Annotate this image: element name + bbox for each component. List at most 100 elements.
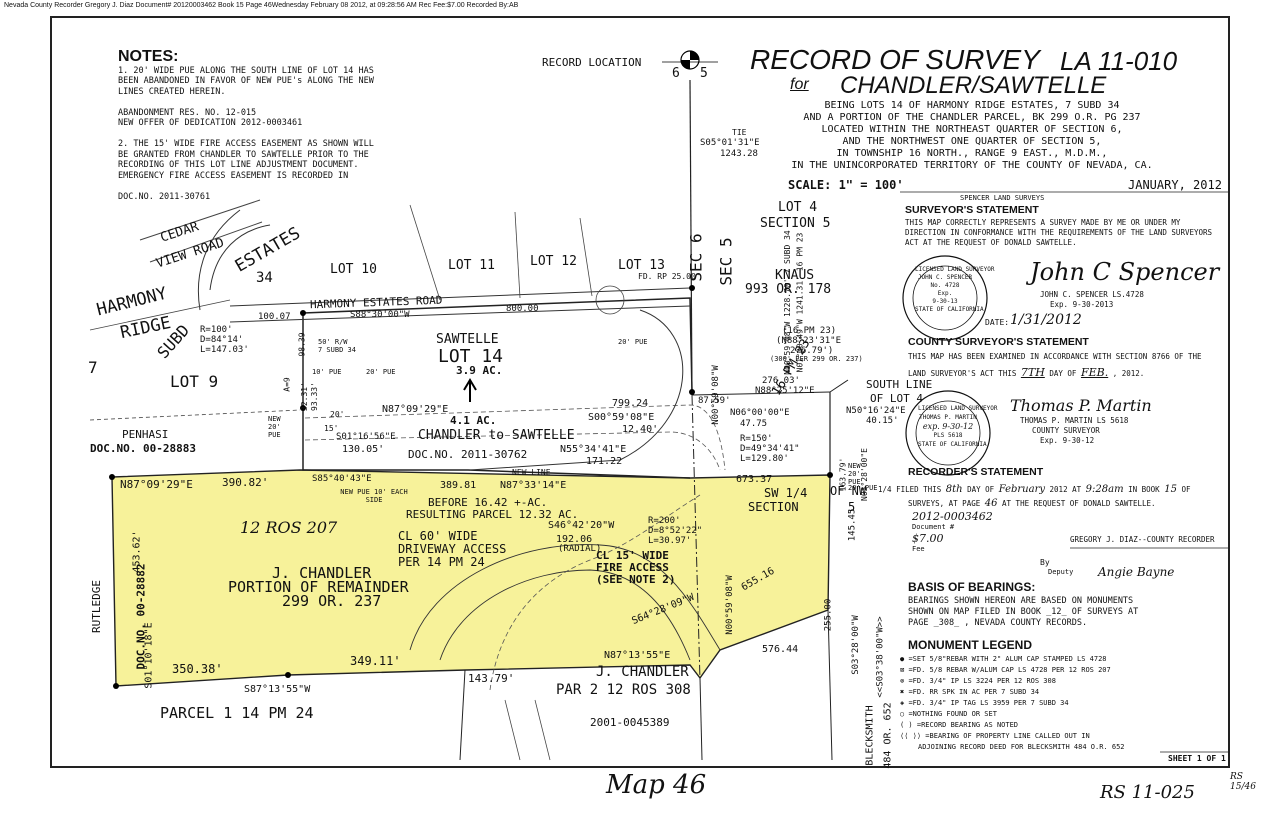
section-corner-fill — [681, 51, 699, 69]
d8759-label: 87.59' — [698, 396, 731, 406]
cedar-road-1 — [139, 199, 261, 241]
lot9-line — [89, 299, 231, 331]
par2-west — [459, 669, 466, 761]
lot-line-a — [409, 204, 441, 301]
recorder-line1: 1/4 FILED THIS 8th DAY OF February 2012 … — [878, 484, 1190, 495]
rw-label: 50' R/W 7 SUBD 34 — [318, 338, 356, 354]
d35038-label: 350.38' — [172, 662, 223, 676]
scale: SCALE: 1" = 100' — [788, 178, 904, 192]
lot-line-b — [514, 211, 521, 299]
driveway-1 — [409, 544, 721, 651]
s85-label: S85°40'43"E — [312, 474, 372, 484]
legend-item: ✖ =FD. RR SPK IN AC PER 7 SUBD 34 — [900, 687, 1125, 698]
rs-number: RS 11-025 — [1100, 782, 1195, 803]
sheet-number: SHEET 1 OF 1 — [1168, 754, 1226, 763]
lot-10-label: LOT 10 — [330, 262, 377, 277]
seal-line: Exp. — [937, 290, 953, 297]
deed-bearing-icon: ⟨⟨ ⟩⟩ — [900, 732, 922, 740]
monument-icon — [827, 472, 833, 478]
new-pue-label: NEW 20' PUE — [268, 415, 281, 439]
desc-line: AND THE NORTHWEST ONE QUARTER OF SECTION… — [842, 136, 1102, 147]
lot-4-label: LOT 4 — [778, 200, 818, 215]
lot-13-label: LOT 13 — [618, 258, 665, 273]
title-code: LA 11-010 — [1060, 46, 1178, 76]
s00-label: S00°59'08"E — [588, 412, 655, 423]
d14545-label: 145.45 — [847, 508, 858, 542]
legend-text: =FD. RR SPK IN AC PER 7 SUBD 34 — [908, 688, 1040, 696]
penhasi-label: PENHASI — [122, 428, 169, 441]
recorder-heading: RECORDER'S STATEMENT — [908, 466, 1044, 478]
rec-by: By — [1040, 558, 1050, 567]
dim-15: 15' — [324, 424, 339, 433]
new-pue-each: NEW PUE 10' EACH SIDE — [340, 488, 408, 504]
par2-label: PAR 2 12 ROS 308 — [556, 682, 691, 698]
curve-line: D=84°14' — [200, 335, 244, 345]
note-line: NEW OFFER OF DEDICATION 2012-0003461 — [118, 118, 303, 128]
pue20a-label: 20' PUE — [366, 368, 396, 376]
n50-label: N50°16'24"E — [846, 406, 906, 416]
notes-title: NOTES: — [118, 48, 179, 65]
curve-line: D=49°34'41" — [740, 444, 800, 454]
county-text: DAY OF — [1049, 369, 1077, 378]
county-day: 7TH — [1020, 366, 1045, 379]
fire-access-label: CL 15' WIDE FIRE ACCESS (SEE NOTE 2) — [596, 550, 675, 586]
date-value: 1/31/2012 — [1010, 312, 1082, 328]
note-line: RECORDING OF THIS LOT LINE ADJUSTMENT DO… — [118, 160, 359, 170]
surveyor-line: DIRECTION IN CONFORMANCE WITH THE REQUIR… — [905, 228, 1213, 237]
d57644-label: 576.44 — [762, 644, 799, 655]
monument-icon — [285, 672, 291, 678]
resulting-parcel-fill — [111, 469, 831, 687]
lot-9-label: LOT 9 — [170, 372, 219, 391]
seal-line: LICENSED LAND SURVEYOR — [918, 405, 998, 412]
portion-label: PORTION OF REMAINDER — [228, 578, 409, 596]
date-label: DATE: — [985, 318, 1010, 327]
monument-icon — [109, 474, 115, 480]
rec-fee: $7.00 — [912, 532, 944, 545]
fd-rp-circle — [595, 285, 625, 315]
d45362-label: 453.62' — [131, 530, 143, 573]
tie-label: TIE — [732, 128, 747, 137]
v100-label: 100.07 — [258, 312, 291, 322]
legend-item: ( ) =RECORD BEARING AS NOTED — [900, 720, 1125, 731]
seal-line: No. 4728 — [930, 282, 960, 289]
drawing-frame — [50, 16, 1230, 768]
new-pue-label-2: NEW 20' PUE — [848, 462, 861, 486]
harmony-road — [209, 224, 271, 291]
surveyor-line: ACT AT THE REQUEST OF DONALD SAWTELLE. — [905, 238, 1077, 247]
title-description: BEING LOTS 14 OF HARMONY RIDGE ESTATES, … — [712, 100, 1232, 172]
surveyor-signature: John C Spencer — [1030, 258, 1220, 286]
legend-item: ○ =NOTHING FOUND OR SET — [900, 709, 1125, 720]
tie-brg: S05°01'31"E — [700, 138, 760, 148]
rec-month: February — [998, 484, 1046, 495]
road-line-s — [229, 305, 691, 323]
d1240-label: 12.40' — [622, 424, 659, 435]
rec-text: 1/4 — [878, 485, 892, 494]
rec-fee-label: Fee — [912, 545, 925, 553]
curve-line: R=200' — [648, 516, 681, 526]
lot14-boundary — [302, 313, 691, 479]
rec-page: 46 — [984, 498, 998, 509]
d34911-label: 349.11' — [350, 654, 401, 668]
s03-label: S03°28'00"W — [850, 615, 861, 675]
fire-line: CL 15' WIDE — [596, 549, 669, 562]
rw-line: 7 SUBD 34 — [318, 346, 356, 354]
lot-11-label: LOT 11 — [448, 258, 495, 273]
rec-day: 8th — [945, 484, 963, 495]
set-rebar-icon: ● — [900, 655, 905, 663]
cedar-road-2 — [149, 221, 263, 263]
ac-arrow-icon — [463, 378, 477, 402]
surveyor-seal-icon — [902, 255, 988, 341]
desc-line: LOCATED WITHIN THE NORTHEAST QUARTER OF … — [821, 124, 1123, 135]
ros207-label: 12 ROS 207 — [240, 518, 338, 537]
seal-line: STATE OF CALIFORNIA — [918, 441, 987, 448]
drive-south-2 — [534, 699, 551, 761]
radial-label: (RADIAL) — [558, 544, 602, 554]
lot-7-label: 7 — [88, 358, 98, 377]
legend-text: =FD. 3/4" IP LS 3224 PER 12 ROS 308 — [908, 677, 1056, 685]
rec-doc-label: Document # — [912, 523, 955, 531]
legend-item: ● =SET 5/8"REBAR WITH 2" ALUM CAP STAMPE… — [900, 654, 1125, 665]
note-line: DOC.NO. 2011-30761 — [118, 191, 211, 202]
seal-date: exp. 9-30-12 — [922, 422, 974, 431]
d14379-label: 143.79' — [468, 672, 515, 685]
legend-list: ● =SET 5/8"REBAR WITH 2" ALUM CAP STAMPE… — [900, 654, 1125, 753]
